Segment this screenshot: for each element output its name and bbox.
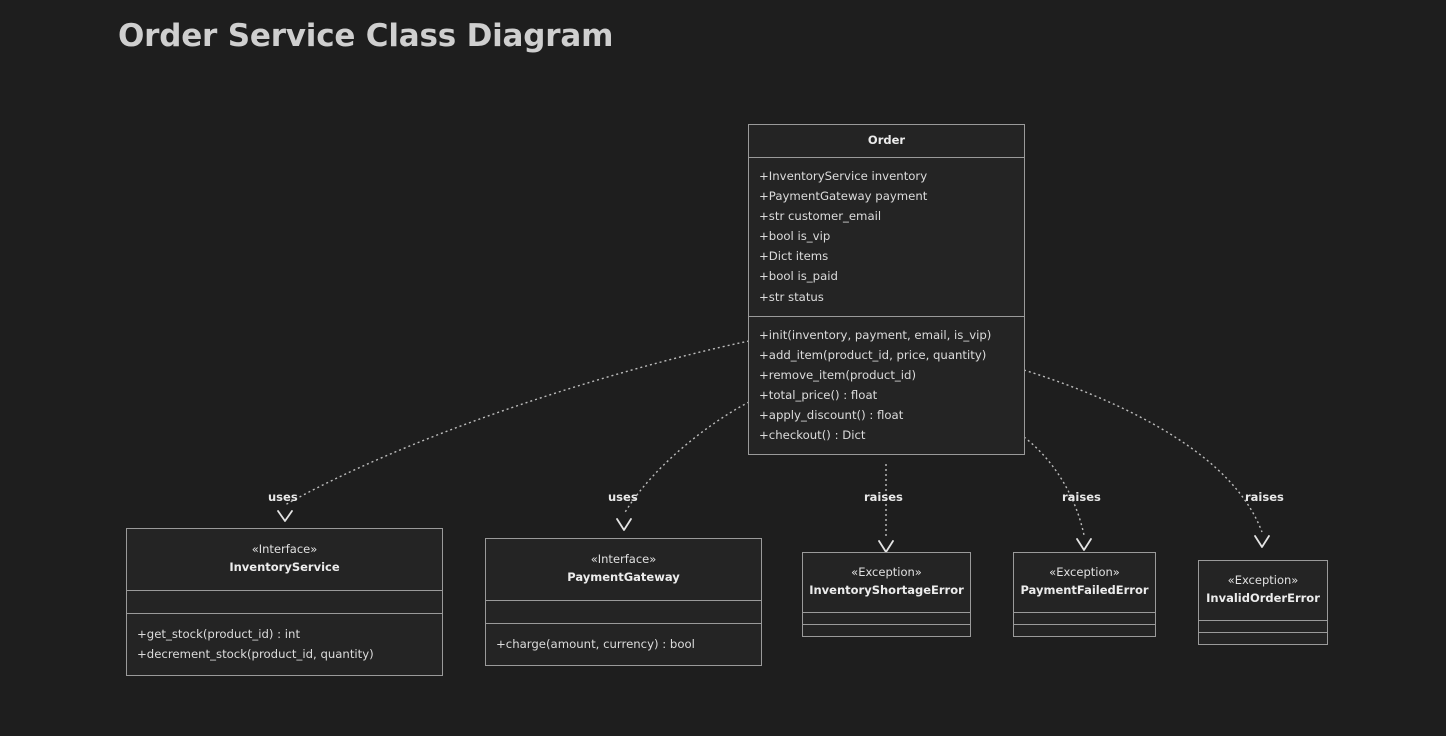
class-attributes-payment-gateway (486, 599, 761, 623)
method-row: +remove_item(product_id) (759, 367, 917, 382)
class-name-payment-failed-error: PaymentFailedError (1020, 582, 1149, 597)
attribute-row: +Dict items (759, 249, 829, 264)
edge-uses-inventory-service (277, 340, 750, 522)
method-row: +init(inventory, payment, email, is_vip) (759, 327, 992, 342)
class-methods-payment-gateway: +charge(amount, currency) : bool (486, 622, 761, 665)
edge-label-uses-payment-gateway: uses (608, 490, 638, 504)
class-name-order: Order (867, 133, 906, 147)
method-row: +get_stock(product_id) : int (137, 626, 301, 641)
class-methods-inventory-shortage-error (803, 623, 970, 636)
method-row: +apply_discount() : float (759, 408, 904, 423)
method-row: +add_item(product_id, price, quantity) (759, 347, 987, 362)
edge-label-raises-inventory-shortage-error: raises (864, 490, 903, 504)
class-attributes-order: +InventoryService inventory +PaymentGate… (749, 156, 1024, 316)
attribute-row: +PaymentGateway payment (759, 188, 928, 203)
method-row: +checkout() : Dict (759, 428, 866, 443)
class-stereotype-payment-gateway: «Interface» (590, 552, 657, 566)
attribute-row: +bool is_vip (759, 229, 831, 244)
class-box-inventory-service[interactable]: «Interface» InventoryService +get_stock(… (126, 528, 443, 676)
edge-raises-invalid-order-error (1023, 369, 1270, 548)
class-stereotype-invalid-order-error: «Exception» (1227, 573, 1299, 587)
class-attributes-inventory-shortage-error (803, 611, 970, 624)
class-header-payment-failed-error: «Exception» PaymentFailedError (1014, 553, 1155, 612)
edge-label-uses-inventory-service: uses (268, 490, 298, 504)
class-box-inventory-shortage-error[interactable]: «Exception» InventoryShortageError (802, 552, 971, 637)
method-row: +total_price() : float (759, 388, 878, 403)
class-methods-payment-failed-error (1014, 623, 1155, 636)
class-name-inventory-service: InventoryService (229, 559, 340, 574)
class-name-invalid-order-error: InvalidOrderError (1206, 590, 1320, 605)
class-box-payment-gateway[interactable]: «Interface» PaymentGateway +charge(amoun… (485, 538, 762, 666)
class-header-inventory-shortage-error: «Exception» InventoryShortageError (803, 553, 970, 612)
class-methods-inventory-service: +get_stock(product_id) : int +decrement_… (127, 612, 442, 675)
edge-label-raises-payment-failed-error: raises (1062, 490, 1101, 504)
edge-label-raises-invalid-order-error: raises (1245, 490, 1284, 504)
class-box-order[interactable]: Order +InventoryService inventory +Payme… (748, 124, 1025, 456)
class-header-payment-gateway: «Interface» PaymentGateway (486, 539, 761, 600)
class-stereotype-payment-failed-error: «Exception» (1049, 565, 1120, 579)
class-stereotype-inventory-shortage-error: «Exception» (851, 565, 922, 579)
edge-uses-payment-gateway (616, 401, 750, 531)
attribute-row: +str customer_email (759, 209, 882, 224)
attribute-row: +str status (759, 289, 824, 304)
class-box-invalid-order-error[interactable]: «Exception» InvalidOrderError (1198, 560, 1328, 645)
attribute-row: +InventoryService inventory (759, 168, 928, 183)
class-attributes-invalid-order-error (1199, 619, 1327, 632)
class-attributes-payment-failed-error (1014, 611, 1155, 624)
method-row: +charge(amount, currency) : bool (496, 636, 695, 651)
class-name-inventory-shortage-error: InventoryShortageError (809, 582, 964, 597)
page-title: Order Service Class Diagram (118, 18, 614, 54)
class-name-payment-gateway: PaymentGateway (567, 569, 680, 584)
class-header-invalid-order-error: «Exception» InvalidOrderError (1199, 561, 1327, 620)
attribute-row: +bool is_paid (759, 269, 838, 284)
class-methods-order: +init(inventory, payment, email, is_vip)… (749, 315, 1024, 455)
class-stereotype-inventory-service: «Interface» (251, 542, 318, 556)
method-row: +decrement_stock(product_id, quantity) (137, 646, 374, 661)
class-box-payment-failed-error[interactable]: «Exception» PaymentFailedError (1013, 552, 1156, 637)
edge-raises-inventory-shortage-error (878, 464, 894, 553)
class-header-order: Order (749, 125, 1024, 157)
class-methods-invalid-order-error (1199, 631, 1327, 644)
class-attributes-inventory-service (127, 589, 442, 613)
class-header-inventory-service: «Interface» InventoryService (127, 529, 442, 590)
